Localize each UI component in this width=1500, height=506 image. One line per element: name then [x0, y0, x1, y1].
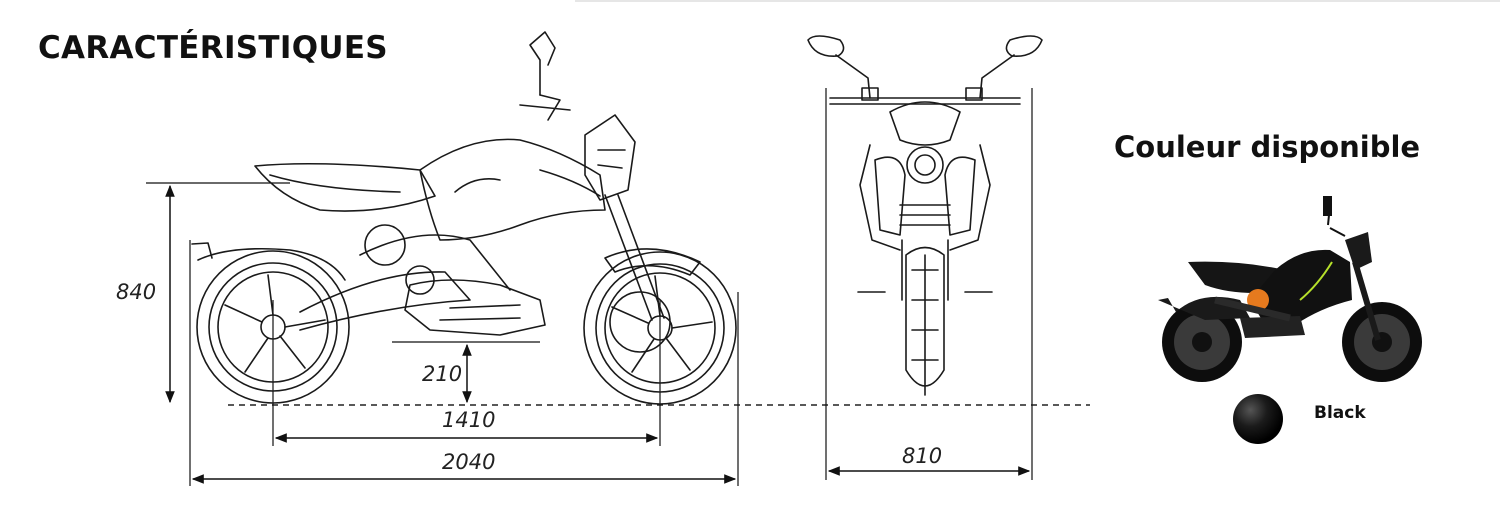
ground-clearance-label: 210 [422, 362, 463, 386]
seat-height-label: 840 [116, 280, 157, 304]
page-title: CARACTÉRISTIQUES [38, 30, 388, 66]
front-view-motorcycle-sketch [807, 35, 1043, 396]
overall-length-label: 2040 [442, 450, 496, 474]
color-preview-motorcycle-image [1158, 196, 1422, 382]
width-label: 810 [902, 444, 943, 468]
side-view-motorcycle-sketch [191, 31, 737, 405]
black-color-label: Black [1314, 403, 1366, 423]
wheelbase-label: 1410 [442, 408, 496, 432]
black-color-swatch[interactable] [1233, 394, 1283, 444]
available-color-heading: Couleur disponible [1114, 130, 1421, 164]
top-border-line [575, 0, 1500, 2]
